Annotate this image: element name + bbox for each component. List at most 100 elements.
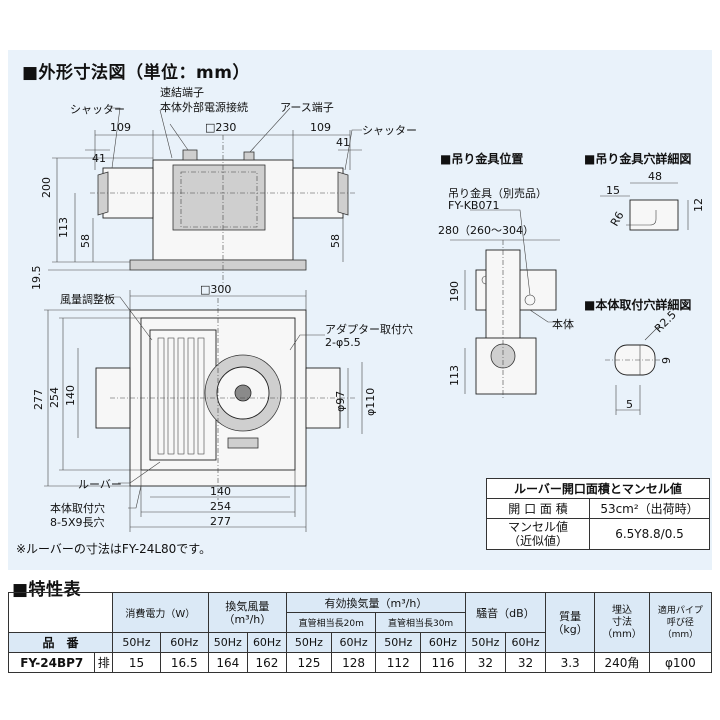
label-earth-terminal: アース端子	[280, 101, 334, 114]
spec-h-noise-60: 60Hz	[504, 632, 547, 653]
left-shutter	[97, 171, 109, 216]
spec-airflow-50: 164	[207, 652, 248, 673]
dim-113-side: 113	[57, 217, 70, 238]
hanger-dim-113: 113	[448, 365, 461, 386]
spec-header-row-1: 消費電力（W） 換気風量 （m³/h） 有効換気量（m³/h） 騒音（dB） 質…	[7, 592, 713, 653]
label-shutter-left: シャッター	[70, 103, 125, 116]
spec-power-50: 15	[112, 652, 161, 673]
spec-eff20-60: 128	[330, 652, 377, 673]
dim-phi97: φ97	[334, 390, 347, 412]
spec-eff30-60: 116	[420, 652, 466, 673]
spec-h-mass: 質量 （kg）	[545, 592, 596, 653]
spec-airflow-60: 162	[246, 652, 288, 673]
label-air-adjust-plate: 風量調整板	[60, 293, 115, 306]
quick-terminal-block	[182, 149, 198, 161]
spec-h-eff30-60: 60Hz	[420, 632, 466, 653]
hanger-dim-190: 190	[448, 281, 461, 302]
label-adapter-hole: アダプター取付穴	[325, 323, 413, 336]
body-hole-dim-9: 9	[660, 357, 673, 364]
hanger-bracket-model: FY-KB071	[448, 199, 500, 212]
spec-h-noise: 騒音（dB）	[464, 592, 547, 633]
fan-hub	[234, 384, 252, 402]
label-quick-terminal: 速結端子	[160, 86, 204, 99]
hanger-dim-280: 280（260～304）	[438, 224, 534, 237]
spec-model: FY-24BP7	[7, 652, 96, 673]
side-view-inner	[180, 171, 258, 228]
spec-h-eff30-50: 50Hz	[375, 632, 422, 653]
spec-h-model: 品 番	[7, 632, 114, 653]
spec-data-row: FY-24BP7 排 15 16.5 164 162 125 128 112 1…	[7, 652, 713, 673]
spec-h-duct20: 直管相当長20m	[286, 612, 377, 633]
spec-h-airflow-50: 50Hz	[207, 632, 248, 653]
spec-eff30-50: 112	[375, 652, 422, 673]
earth-terminal-block	[243, 151, 255, 161]
label-louver: ルーバー	[78, 478, 122, 491]
dim-41-right: 41	[336, 136, 350, 149]
hanger-hole-plate	[629, 199, 679, 231]
label-mount-hole: 本体取付穴	[50, 502, 105, 515]
spec-h-duct30: 直管相当長30m	[375, 612, 466, 633]
spec-h-eff20-60: 60Hz	[330, 632, 377, 653]
fan-label-plate	[227, 437, 259, 449]
hanger-hole-title: ■吊り金具穴詳細図	[584, 152, 692, 166]
louver-table-title: ルーバー開口面積とマンセル値	[486, 478, 710, 499]
hanger-hole-slot	[626, 210, 657, 226]
label-external-power: 本体外部電源接続	[160, 101, 248, 114]
spec-embed: 240角	[594, 652, 650, 673]
spec-h-airflow-60: 60Hz	[246, 632, 288, 653]
dim-200: 200	[40, 177, 53, 198]
louver-table: ルーバー開口面積とマンセル値 開 口 面 積 53cm²（出荷時） マンセル値 …	[486, 478, 710, 550]
hanger-body-label: 本体	[552, 318, 574, 331]
dim-140-v: 140	[64, 385, 77, 406]
spec-h-embed: 埋込 寸法 （mm）	[594, 592, 650, 653]
dim-19-5: 19.5	[30, 265, 43, 291]
dim-phi110: φ110	[364, 387, 377, 416]
spec-h-power-60: 60Hz	[159, 632, 209, 653]
louver-munsell-value: 6.5Y8.8/0.5	[589, 518, 710, 550]
louver-note: ※ルーバーの寸法はFY-24L80です。	[16, 542, 212, 556]
spec-h-eff20-50: 50Hz	[286, 632, 332, 653]
label-adapter-hole-spec: 2-φ5.5	[325, 336, 361, 349]
spec-h-pipe: 適用パイプ 呼び径 （mm）	[648, 592, 713, 653]
spec-h-effective: 有効換気量（m³/h）	[286, 592, 466, 613]
spec-power-60: 16.5	[159, 652, 209, 673]
dim-41-left: 41	[92, 152, 106, 165]
spec-table: 消費電力（W） 換気風量 （m³/h） 有効換気量（m³/h） 騒音（dB） 質…	[7, 592, 713, 673]
spec-mass: 3.3	[545, 652, 596, 673]
spec-h-noise-50: 50Hz	[464, 632, 506, 653]
label-mount-hole-spec: 8-5X9長穴	[50, 516, 105, 529]
hanger-hole-dim-15: 15	[606, 184, 620, 197]
hanger-hole-dim-48: 48	[648, 170, 662, 183]
louver-slats	[157, 337, 205, 455]
spec-pipe: φ100	[648, 652, 713, 673]
spec-eff20-50: 125	[286, 652, 332, 673]
dim-230: □230	[205, 121, 237, 134]
dim-58-left: 58	[79, 234, 92, 248]
label-shutter-right: シャッター	[362, 124, 417, 137]
louver-area-value: 53cm²（出荷時）	[589, 498, 710, 519]
dim-58-right: 58	[329, 234, 342, 248]
hanger-bracket-label: 吊り金具（別売品）	[448, 187, 547, 200]
spec-h-airflow: 換気風量 （m³/h）	[207, 592, 288, 633]
spec-h-power-50: 50Hz	[112, 632, 161, 653]
louver-row-munsell: マンセル値 （近似値） 6.5Y8.8/0.5	[486, 518, 710, 550]
dim-109-left: 109	[110, 121, 131, 134]
side-view-motor	[172, 164, 266, 231]
louver-area-label: 開 口 面 積	[486, 498, 590, 519]
dim-300: □300	[200, 283, 232, 296]
dim-277-h: 277	[210, 515, 231, 528]
dims-section-title: ■外形寸法図（単位：mm）	[22, 63, 250, 83]
dim-254-v: 254	[48, 387, 61, 408]
louver-munsell-label: マンセル値 （近似値）	[486, 518, 590, 550]
dim-277-v: 277	[32, 389, 45, 410]
louver-row-area: 開 口 面 積 53cm²（出荷時）	[486, 498, 710, 519]
right-shutter	[337, 171, 349, 216]
hanger-hole-dim-12: 12	[692, 198, 705, 212]
body-hole-title: ■本体取付穴詳細図	[584, 298, 692, 312]
spec-type: 排	[94, 652, 114, 673]
side-view-flange	[129, 259, 307, 271]
spec-h-power: 消費電力（W）	[112, 592, 209, 633]
dim-109-right: 109	[310, 121, 331, 134]
body-hole-dim-5: 5	[626, 398, 633, 411]
